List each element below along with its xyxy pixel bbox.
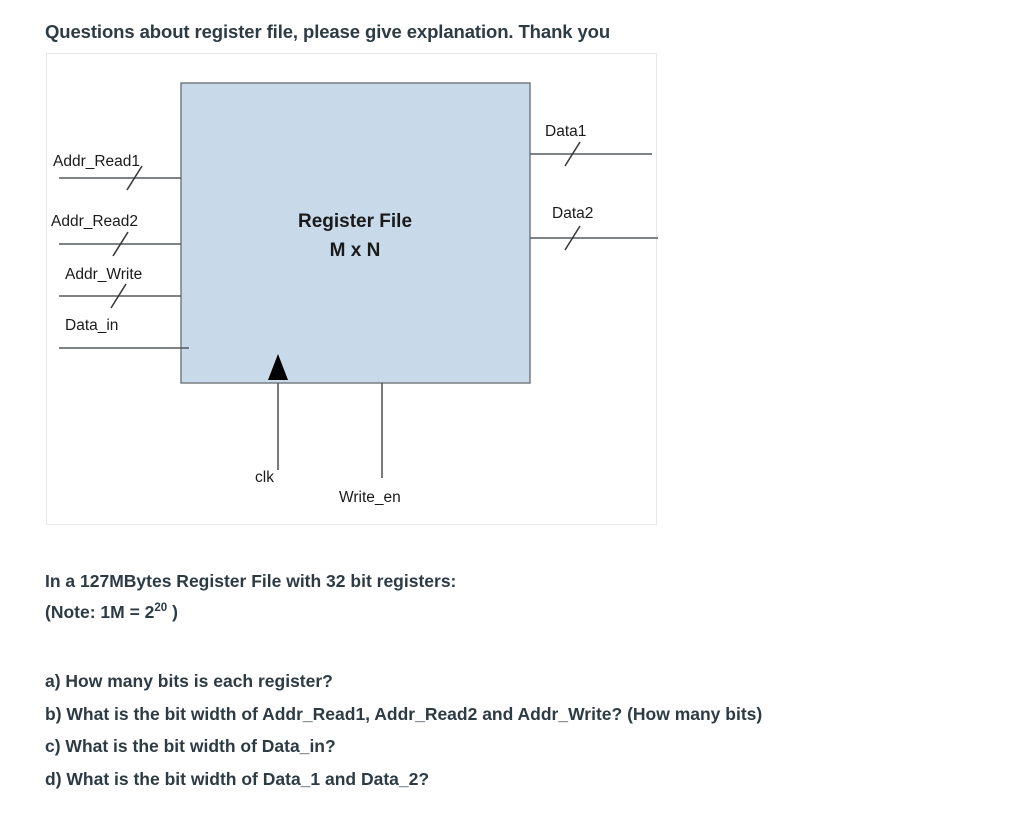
note-suffix: ) (167, 602, 178, 622)
clock-edge-triangle-icon (268, 354, 288, 380)
bus-slash-addr-read1 (126, 165, 143, 191)
bus-slash-addr-write (110, 283, 127, 309)
problem-statement: In a 127MBytes Register File with 32 bit… (45, 571, 457, 591)
diagram-canvas: Register File M x N Addr_Read1 Addr_Read… (51, 82, 658, 506)
bus-slash-addr-read2 (112, 231, 129, 257)
page-title: Questions about register file, please gi… (45, 21, 611, 42)
bus-slash-data2 (564, 225, 581, 251)
register-file-block (180, 82, 531, 384)
question-item-a: a) How many bits is each register? (45, 671, 333, 691)
note-exponent: 20 (154, 602, 168, 615)
block-label-line2: M x N (330, 240, 381, 261)
input-label-addr-read2: Addr_Read2 (51, 213, 138, 230)
input-label-addr-write: Addr_Write (65, 266, 142, 283)
input-label-addr-read1: Addr_Read1 (53, 153, 140, 170)
question-item-c: c) What is the bit width of Data_in? (45, 736, 336, 756)
block-label-line1: Register File (298, 211, 412, 232)
question-list: a) How many bits is each register? b) Wh… (45, 665, 1005, 795)
output-label-data1: Data1 (545, 123, 586, 140)
question-item-b: b) What is the bit width of Addr_Read1, … (45, 703, 763, 724)
input-label-data-in: Data_in (65, 317, 118, 334)
bus-slash-data1 (564, 141, 581, 167)
output-label-data2: Data2 (552, 205, 593, 222)
problem-note: (Note: 1M = 220 ) (45, 597, 1005, 628)
register-file-diagram: Register File M x N Addr_Read1 Addr_Read… (46, 53, 658, 525)
bottom-label-write-en: Write_en (339, 489, 401, 506)
problem-statement-block: In a 127MBytes Register File with 32 bit… (45, 566, 1005, 628)
bottom-label-clk: clk (255, 469, 274, 486)
note-prefix: (Note: 1M = 2 (45, 602, 155, 622)
question-item-d: d) What is the bit width of Data_1 and D… (45, 768, 430, 789)
